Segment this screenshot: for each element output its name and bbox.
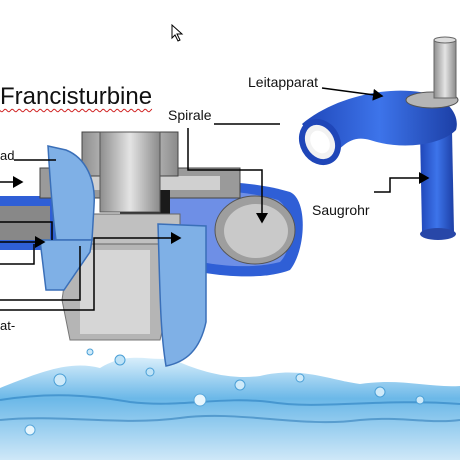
label-leitapparat: Leitapparat: [248, 74, 319, 90]
label-saugrohr: Saugrohr: [312, 202, 370, 218]
label-spirale: Spirale: [168, 107, 212, 123]
diagram-title: Francisturbine: [0, 83, 153, 110]
mouse-cursor-icon: [171, 23, 185, 47]
annotation-arrows: [0, 87, 430, 311]
label-cut-ad: ad: [0, 148, 15, 163]
water-splash-image: [0, 348, 460, 460]
turbine-cross-section: [0, 131, 303, 367]
turbine-3d-model: [298, 36, 459, 240]
label-cut-at: at-: [0, 318, 16, 333]
